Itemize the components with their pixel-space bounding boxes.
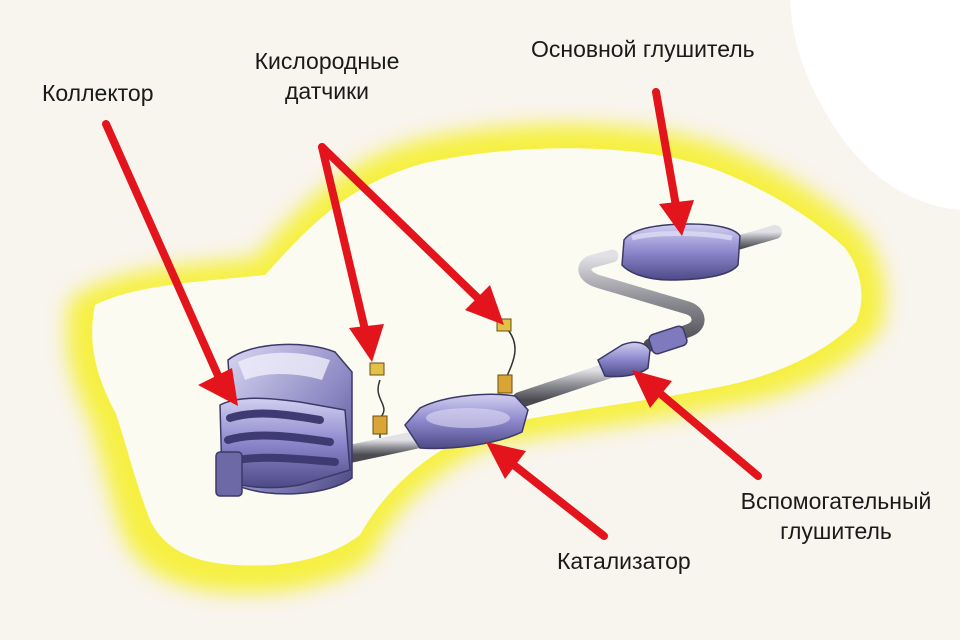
catalyst-part bbox=[404, 393, 529, 450]
engine-collector-assembly bbox=[215, 343, 353, 497]
auxiliary-muffler-label-line1: Вспомогательный bbox=[740, 488, 932, 514]
collector-label: Коллектор bbox=[42, 78, 154, 108]
corner-highlight bbox=[790, 0, 960, 210]
catalyst-label-text: Катализатор bbox=[557, 548, 691, 574]
arrow-main-muffler bbox=[652, 88, 680, 210]
arrow-aux-muffler bbox=[652, 386, 762, 480]
auxiliary-muffler-part bbox=[597, 325, 688, 378]
arrow-oxygen-sensor-1 bbox=[318, 143, 370, 338]
main-muffler-part bbox=[621, 223, 741, 281]
collector-label-text: Коллектор bbox=[42, 80, 154, 106]
oxygen-sensors-label-line1: Кислородные bbox=[254, 48, 400, 74]
oxygen-sensors-label-line2: датчики bbox=[285, 78, 369, 104]
arrow-collector bbox=[102, 120, 224, 384]
main-muffler-label: Основной глушитель bbox=[531, 34, 755, 64]
catalyst-label: Катализатор bbox=[557, 546, 691, 576]
oxygen-sensors bbox=[369, 318, 516, 438]
arrow-catalyst bbox=[506, 458, 608, 540]
main-muffler-label-text: Основной глушитель bbox=[531, 36, 755, 62]
auxiliary-muffler-label: Вспомогательный глушитель bbox=[718, 486, 954, 546]
exhaust-pipes bbox=[336, 225, 782, 464]
arrow-oxygen-sensor-2 bbox=[318, 143, 488, 308]
oxygen-sensors-label: Кислородные датчики bbox=[236, 46, 418, 106]
auxiliary-muffler-label-line2: глушитель bbox=[780, 518, 892, 544]
pointer-arrows bbox=[102, 88, 762, 540]
